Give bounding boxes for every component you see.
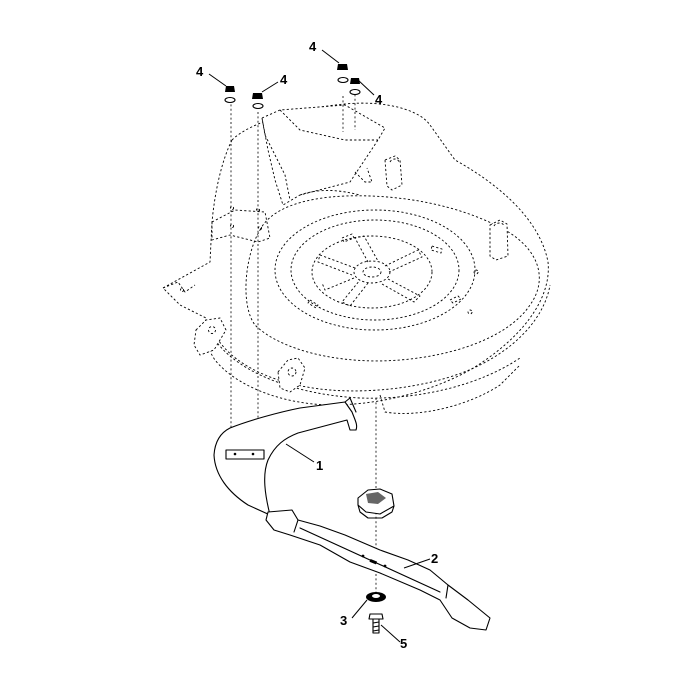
assembly-center-lines xyxy=(230,90,377,596)
part-3-spring-washer xyxy=(366,592,386,602)
mower-deck-housing xyxy=(162,102,551,414)
callout-leader-lines xyxy=(208,49,431,643)
nut-left xyxy=(224,86,236,104)
callout-4-left: 4 xyxy=(196,64,204,79)
callout-2: 2 xyxy=(431,551,438,566)
callout-numbers: 4 4 4 4 1 2 3 5 xyxy=(196,39,438,651)
callout-4-center-right: 4 xyxy=(309,39,317,54)
part-1-blade-deflector xyxy=(213,397,358,516)
part-2-mower-blade xyxy=(265,509,491,631)
nut-center-left xyxy=(252,93,264,110)
part-4-nuts-and-washers xyxy=(224,64,361,110)
nut-center-right xyxy=(337,64,349,84)
nut-right xyxy=(349,78,361,96)
callout-5: 5 xyxy=(400,636,407,651)
part-5-blade-bolt xyxy=(368,613,384,634)
callout-3: 3 xyxy=(340,613,347,628)
blade-adapter-hub xyxy=(357,488,395,519)
callout-4-center-left: 4 xyxy=(280,72,288,87)
callout-1: 1 xyxy=(316,458,323,473)
callout-4-right: 4 xyxy=(375,92,383,107)
